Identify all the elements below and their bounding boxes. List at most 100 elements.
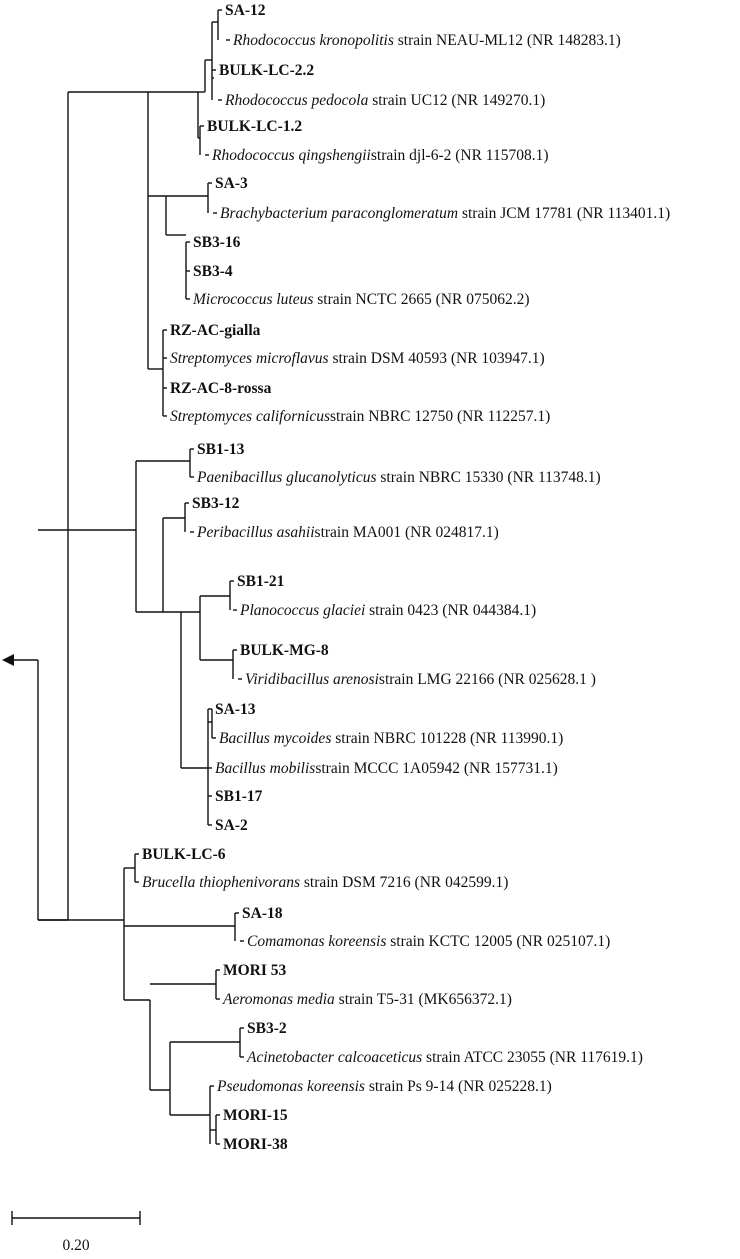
taxon-label: Bacillus mycoides strain NBRC 101228 (NR… — [219, 730, 563, 747]
species-name: Brachybacterium paraconglomeratum — [220, 205, 458, 222]
strain-info: strain KCTC 12005 (NR 025107.1) — [386, 933, 610, 950]
taxon-label: Planococcus glaciei strain 0423 (NR 0443… — [239, 602, 536, 619]
strain-info: strain NCTC 2665 (NR 075062.2) — [313, 291, 529, 308]
strain-info: strain DSM 40593 (NR 103947.1) — [329, 350, 545, 367]
taxon-label: Paenibacillus glucanolyticus strain NBRC… — [196, 469, 601, 486]
species-name: Planococcus glaciei — [239, 602, 365, 619]
isolate-name: SB1-13 — [197, 441, 245, 458]
isolate-name: SA-18 — [242, 905, 283, 922]
species-name: Aeromonas media — [222, 991, 335, 1008]
species-name: Rhodococcus kronopolitis — [232, 32, 394, 49]
taxon-label: SB1-17 — [215, 788, 263, 805]
isolate-name: SB1-17 — [215, 788, 263, 805]
taxon-label: MORI 53 — [223, 962, 287, 979]
taxon-label: RZ-AC-8-rossa — [170, 380, 272, 397]
species-name: Pseudomonas koreensis — [216, 1078, 365, 1095]
taxon-label: SB3-4 — [193, 263, 233, 280]
taxon-label: Rhodococcus qingshengiistrain djl-6-2 (N… — [211, 147, 549, 164]
strain-info: strain ATCC 23055 (NR 117619.1) — [422, 1049, 643, 1066]
species-name: Bacillus mycoides — [219, 730, 331, 747]
strain-info: strain djl-6-2 (NR 115708.1) — [371, 147, 549, 164]
taxon-label: Pseudomonas koreensis strain Ps 9-14 (NR… — [216, 1078, 552, 1095]
isolate-name: SB1-21 — [237, 573, 284, 590]
strain-info: strain NBRC 12750 (NR 112257.1) — [330, 408, 550, 425]
taxon-label: Aeromonas media strain T5-31 (MK656372.1… — [222, 991, 512, 1008]
taxon-label: SB1-13 — [197, 441, 245, 458]
species-name: Paenibacillus glucanolyticus — [196, 469, 377, 486]
species-name: Streptomyces microflavus — [170, 350, 329, 367]
taxon-label: Streptomyces microflavus strain DSM 4059… — [170, 350, 545, 367]
taxon-label: Comamonas koreensis strain KCTC 12005 (N… — [247, 933, 610, 950]
taxon-label: SA-3 — [215, 175, 248, 192]
strain-info: strain NBRC 15330 (NR 113748.1) — [377, 469, 601, 486]
species-name: Rhodococcus qingshengii — [211, 147, 371, 164]
strain-info: strain NEAU-ML12 (NR 148283.1) — [394, 32, 621, 49]
species-name: Bacillus mobilis — [215, 760, 315, 777]
strain-info: strain DSM 7216 (NR 042599.1) — [300, 874, 508, 891]
strain-info: strain NBRC 101228 (NR 113990.1) — [331, 730, 563, 747]
strain-info: strain MA001 (NR 024817.1) — [315, 524, 499, 541]
tree-branches — [37, 9, 244, 1145]
isolate-name: SA-12 — [225, 2, 266, 19]
taxon-label: Brachybacterium paraconglomeratum strain… — [220, 205, 670, 222]
species-name: Viridibacillus arenosi — [245, 671, 379, 688]
taxon-label: BULK-MG-8 — [240, 642, 329, 659]
isolate-name: SA-3 — [215, 175, 248, 192]
scale-bar-label: 0.20 — [62, 1237, 89, 1254]
isolate-name: BULK-LC-6 — [142, 846, 226, 863]
left-arrow-icon — [2, 654, 38, 666]
taxon-label: SB3-12 — [192, 495, 240, 512]
isolate-name: BULK-LC-2.2 — [219, 62, 314, 79]
isolate-name: SA-13 — [215, 701, 256, 718]
isolate-name: BULK-MG-8 — [240, 642, 329, 659]
strain-info: strain Ps 9-14 (NR 025228.1) — [365, 1078, 552, 1095]
isolate-name: SB3-2 — [247, 1020, 287, 1037]
strain-info: strain JCM 17781 (NR 113401.1) — [458, 205, 670, 222]
taxon-label: Bacillus mobilisstrain MCCC 1A05942 (NR … — [215, 760, 558, 777]
taxon-label: BULK-LC-6 — [142, 846, 226, 863]
species-name: Streptomyces californicus — [170, 408, 330, 425]
species-name: Rhodococcus pedocola — [224, 92, 369, 109]
taxon-label: Viridibacillus arenosistrain LMG 22166 (… — [245, 671, 596, 688]
taxon-label: Rhodococcus kronopolitis strain NEAU-ML1… — [232, 32, 621, 49]
isolate-name: BULK-LC-1.2 — [207, 118, 302, 135]
taxon-label: RZ-AC-gialla — [170, 322, 261, 339]
taxon-label: Brucella thiophenivorans strain DSM 7216… — [142, 874, 508, 891]
strain-info: strain 0423 (NR 044384.1) — [365, 602, 536, 619]
taxon-label: SA-2 — [215, 817, 248, 834]
isolate-name: SA-2 — [215, 817, 248, 834]
taxon-label: Streptomyces californicusstrain NBRC 127… — [170, 408, 550, 425]
strain-info: strain UC12 (NR 149270.1) — [368, 92, 545, 109]
isolate-name: MORI 53 — [223, 962, 287, 979]
taxon-label: SB3-2 — [247, 1020, 287, 1037]
taxon-label: BULK-LC-2.2 — [219, 62, 314, 79]
scale-bar: 0.20 — [11, 1211, 141, 1254]
species-name: Brucella thiophenivorans — [142, 874, 300, 891]
taxon-label: MORI-38 — [223, 1136, 288, 1153]
taxon-label: BULK-LC-1.2 — [207, 118, 302, 135]
taxon-label: Acinetobacter calcoaceticus strain ATCC … — [246, 1049, 643, 1066]
taxon-label: SB3-16 — [193, 234, 241, 251]
taxon-label: MORI-15 — [223, 1107, 288, 1124]
taxon-label: Peribacillus asahiistrain MA001 (NR 0248… — [196, 524, 499, 541]
species-name: Acinetobacter calcoaceticus — [246, 1049, 422, 1066]
taxon-label: SA-12 — [225, 2, 266, 19]
taxon-label: SA-13 — [215, 701, 256, 718]
isolate-name: MORI-38 — [223, 1136, 288, 1153]
isolate-name: SB3-4 — [193, 263, 233, 280]
species-name: Comamonas koreensis — [247, 933, 386, 950]
taxon-label: Micrococcus luteus strain NCTC 2665 (NR … — [192, 291, 530, 308]
strain-info: strain T5-31 (MK656372.1) — [335, 991, 512, 1008]
isolate-name: MORI-15 — [223, 1107, 288, 1124]
taxon-label: Rhodococcus pedocola strain UC12 (NR 149… — [224, 92, 545, 109]
isolate-name: RZ-AC-gialla — [170, 322, 261, 339]
taxon-label: SB1-21 — [237, 573, 284, 590]
isolate-name: SB3-16 — [193, 234, 241, 251]
isolate-name: SB3-12 — [192, 495, 240, 512]
species-name: Micrococcus luteus — [192, 291, 313, 308]
taxon-label: SA-18 — [242, 905, 283, 922]
species-name: Peribacillus asahii — [196, 524, 315, 541]
